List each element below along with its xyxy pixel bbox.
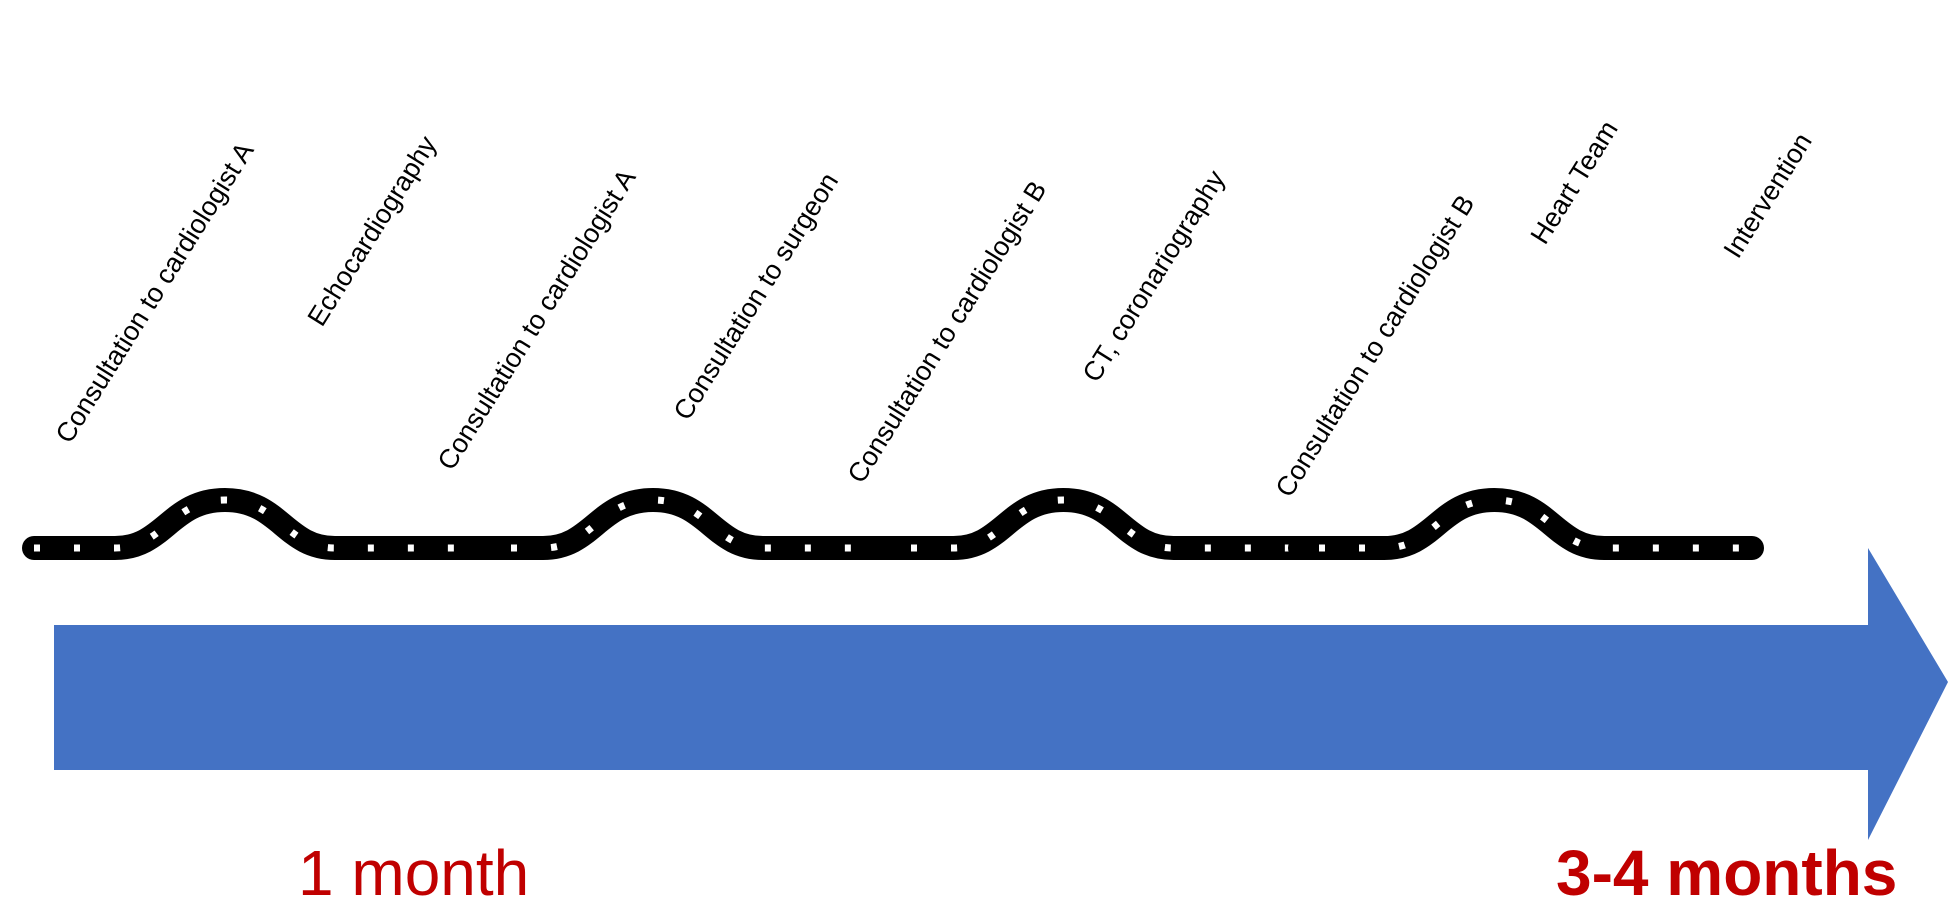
- step-label-8: Heart Team: [1525, 115, 1624, 249]
- step-labels: Consultation to cardiologist A Echocardi…: [50, 115, 1818, 502]
- step-label-7: Consultation to cardiologist B: [1270, 190, 1481, 502]
- timeline-arrow: [54, 548, 1948, 840]
- end-time-label: 3-4 months: [1556, 837, 1897, 908]
- step-label-6: CT, coronariography: [1077, 165, 1232, 387]
- rope-segment-1: [22, 487, 490, 560]
- rope-dashes-2: [478, 496, 885, 552]
- step-label-5: Consultation to cardiologist B: [842, 176, 1053, 488]
- rope-dashes-3: [885, 496, 1300, 552]
- rope-segment-2: [466, 487, 897, 560]
- tangled-rope: [22, 487, 1764, 560]
- rope-segment-4: [1288, 487, 1764, 560]
- step-label-1: Consultation to cardiologist A: [50, 137, 260, 448]
- step-label-9: Intervention: [1718, 128, 1818, 264]
- rope-dashes-1: [34, 496, 478, 552]
- step-label-4: Consultation to surgeon: [668, 167, 845, 425]
- rope-segment-3: [873, 487, 1312, 560]
- step-label-2: Echocardiography: [302, 130, 443, 331]
- start-time-label: 1 month: [298, 837, 529, 908]
- step-label-3: Consultation to cardiologist A: [432, 164, 642, 475]
